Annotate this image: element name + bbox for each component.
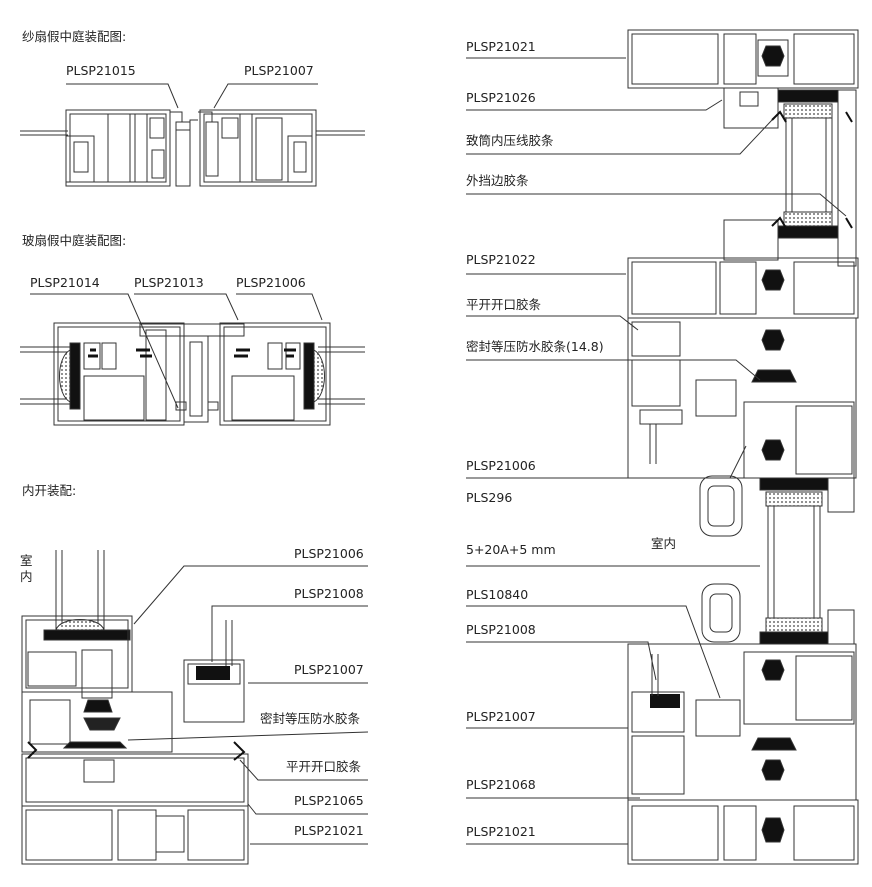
- label-r-plsp21068: PLSP21068: [466, 777, 536, 792]
- label-plsp21006-mid: PLSP21006: [236, 275, 306, 290]
- label-r-outer-strip: 外挡边胶条: [466, 173, 529, 188]
- screen-sash-drawing: [20, 83, 365, 187]
- label-r-plsp21008: PLSP21008: [466, 622, 536, 637]
- label-inward-plsp21007: PLSP21007: [294, 662, 364, 677]
- glass-sash-drawing: [20, 293, 365, 426]
- label-r-plsp21021-bottom: PLSP21021: [466, 824, 536, 839]
- label-r-plsp21021-top: PLSP21021: [466, 39, 536, 54]
- label-r-plsp21006: PLSP21006: [466, 458, 536, 473]
- label-r-plsp21022: PLSP21022: [466, 252, 536, 267]
- label-r-plsp21026: PLSP21026: [466, 90, 536, 105]
- label-r-glazing-strip: 致筒内压线胶条: [466, 133, 554, 148]
- vertical-section-drawing: [466, 29, 859, 865]
- label-r-glass-spec: 5+20A+5 mm: [466, 542, 556, 557]
- label-plsp21015: PLSP21015: [66, 63, 136, 78]
- screen-sash-title: 纱扇假中庭装配图:: [22, 29, 127, 44]
- label-r-indoor: 室内: [651, 536, 677, 551]
- label-r-pls10840: PLS10840: [466, 587, 529, 602]
- glass-sash-title: 玻扇假中庭装配图:: [22, 233, 127, 248]
- label-inward-plsp21006: PLSP21006: [294, 546, 364, 561]
- label-plsp21007-top: PLSP21007: [244, 63, 314, 78]
- label-inward-seal-strip: 密封等压防水胶条: [260, 711, 361, 726]
- label-inward-opening-strip: 平开开口胶条: [286, 759, 362, 774]
- label-inward-plsp21008: PLSP21008: [294, 586, 364, 601]
- label-r-seal-strip: 密封等压防水胶条(14.8): [466, 339, 604, 354]
- inward-open-title: 内开装配:: [22, 483, 77, 498]
- label-inward-plsp21065: PLSP21065: [294, 793, 364, 808]
- label-r-plsp21007: PLSP21007: [466, 709, 536, 724]
- label-inward-plsp21021: PLSP21021: [294, 823, 364, 838]
- label-r-opening-strip: 平开开口胶条: [466, 297, 542, 312]
- label-r-pls296: PLS296: [466, 490, 513, 505]
- label-indoor-left: 室内: [20, 553, 33, 584]
- label-plsp21014: PLSP21014: [30, 275, 100, 290]
- inward-open-drawing: [21, 550, 369, 865]
- label-plsp21013: PLSP21013: [134, 275, 204, 290]
